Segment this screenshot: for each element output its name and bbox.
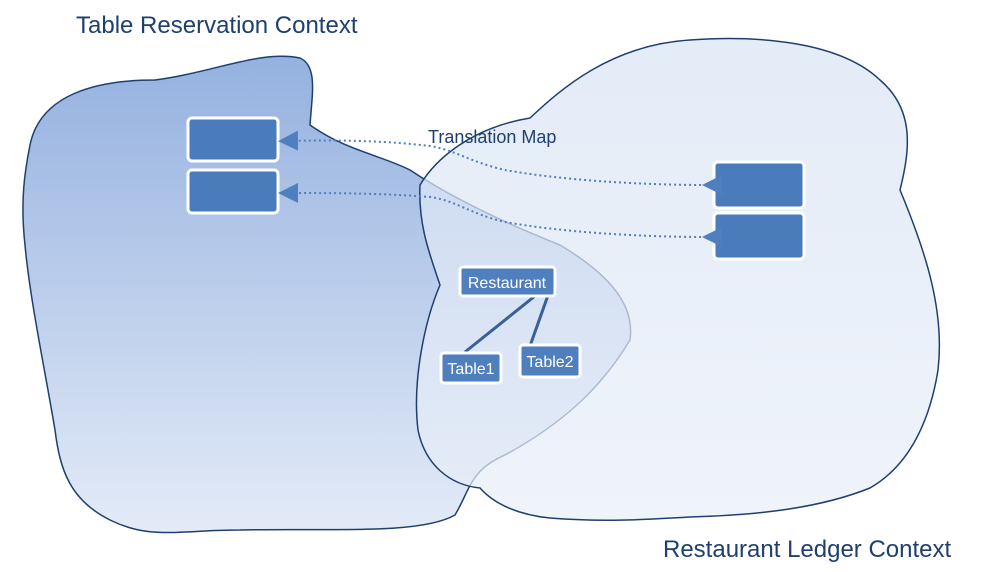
- table2-node-label: Table2: [526, 354, 573, 371]
- table-reservation-context-title: Table Reservation Context: [76, 12, 358, 39]
- right-model-box-1: [712, 160, 806, 210]
- translation-map-label: Translation Map: [428, 127, 556, 147]
- right-model-box-2: [712, 211, 806, 261]
- table1-node: [439, 351, 503, 385]
- left-model-box-1: [186, 116, 280, 163]
- left-model-box-2: [186, 168, 280, 215]
- restaurant-node-label: Restaurant: [468, 275, 547, 292]
- table1-node-label: Table1: [447, 361, 494, 378]
- restaurant-node: [458, 265, 557, 298]
- table2-node: [518, 343, 582, 379]
- translation-arrow-1: [278, 130, 723, 196]
- restaurant-ledger-context-title: Restaurant Ledger Context: [663, 536, 952, 563]
